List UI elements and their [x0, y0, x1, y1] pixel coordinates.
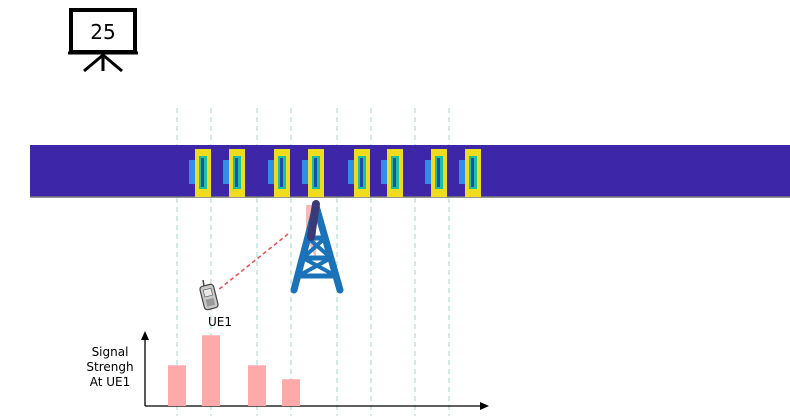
antenna-element	[268, 149, 290, 197]
antenna-panel	[30, 145, 790, 198]
antenna-element	[381, 149, 403, 197]
cell-tower-icon	[290, 200, 344, 294]
chart-bar-4	[282, 379, 300, 406]
ue-label: UE1	[208, 315, 232, 329]
mobile-phone-icon	[199, 279, 219, 311]
antenna-elements	[189, 149, 481, 197]
antenna-element	[459, 149, 481, 197]
antenna-element	[223, 149, 245, 197]
chart-bars	[168, 335, 300, 406]
chart-bar-1	[168, 365, 186, 406]
x-axis-arrow	[480, 402, 489, 410]
chart-bar-3	[248, 365, 266, 406]
y-axis-label: Signal Strengh At UE1	[70, 345, 150, 390]
presentation-board-icon	[68, 8, 138, 73]
y-axis-label-line: Strengh	[86, 360, 134, 374]
y-axis-label-line: At UE1	[89, 375, 131, 389]
antenna-panel-bar	[30, 145, 790, 197]
beam-line	[217, 233, 289, 291]
y-axis-label-line: Signal	[91, 345, 129, 359]
chart-axes	[141, 331, 489, 410]
antenna-element	[302, 149, 324, 197]
antenna-element	[348, 149, 370, 197]
chart-bar-2	[202, 335, 220, 406]
y-axis-arrow	[141, 331, 149, 340]
counter-value: 25	[90, 19, 116, 44]
antenna-element	[189, 149, 211, 197]
antenna-element	[425, 149, 447, 197]
